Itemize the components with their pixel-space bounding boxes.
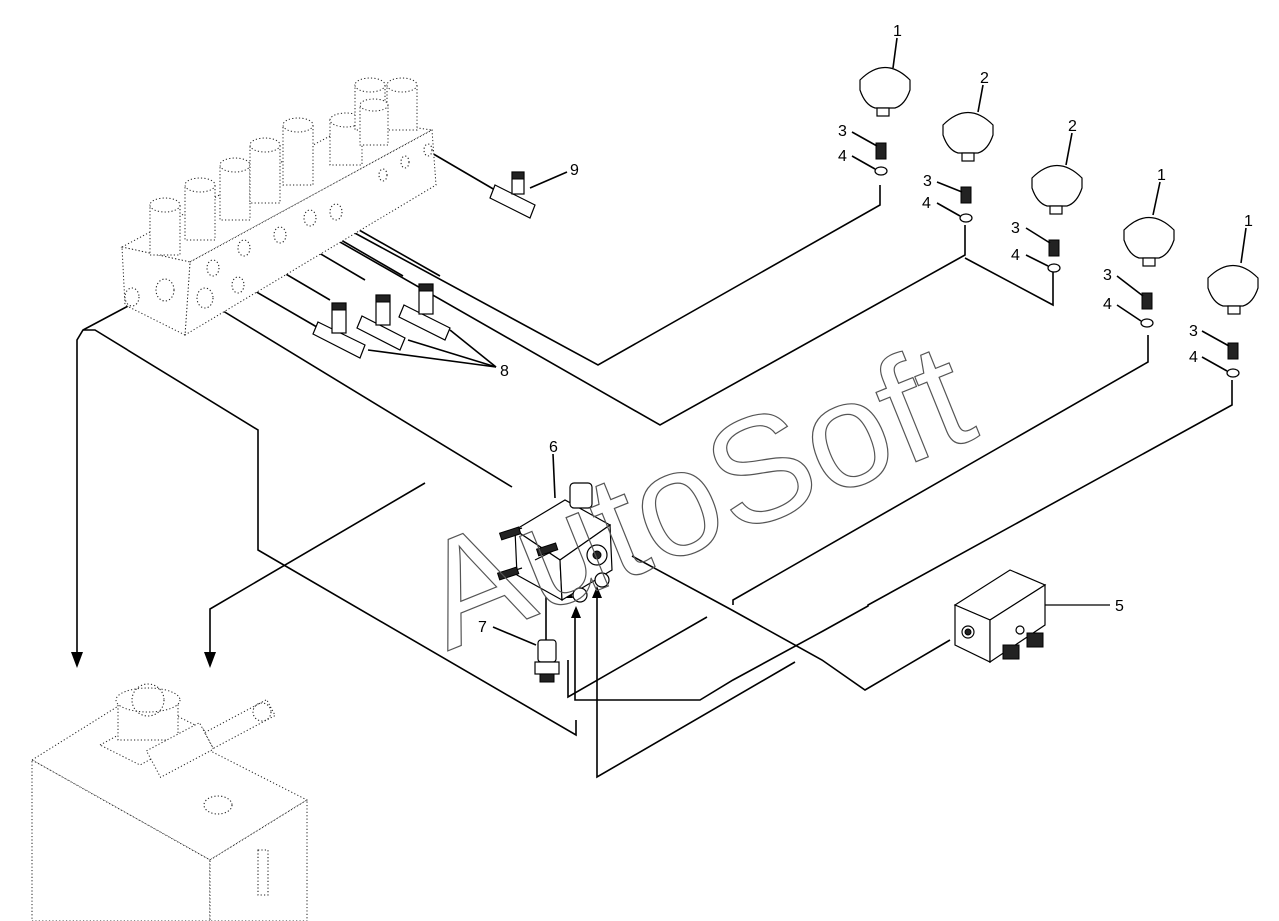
tee-fittings: [312, 171, 536, 359]
tank-front: [31, 759, 211, 921]
line-acc1c: [574, 380, 1233, 701]
line-drop-tank-2: [209, 482, 426, 660]
accumulators: [859, 66, 1259, 315]
callout-pressure-sensor-7: 7: [478, 619, 487, 636]
solenoid-2: [184, 177, 216, 241]
arrow-valve6-c: [592, 586, 602, 598]
manifold-ports: [124, 143, 433, 309]
line-acc2a: [304, 221, 966, 426]
solenoid-8: [386, 77, 418, 131]
tee-fitting-8b: [356, 294, 406, 351]
pump-motor: [98, 683, 276, 779]
callout-fitting-4e: 4: [1189, 349, 1198, 366]
line-acc1a: [339, 185, 881, 366]
tee-fitting-8c: [398, 283, 451, 341]
callout-fitting-3a: 3: [838, 123, 847, 140]
solenoid-9: [359, 98, 389, 146]
callout-fitting-4c: 4: [1011, 247, 1020, 264]
fitting-3-4-d: [1140, 292, 1154, 328]
fitting-3-4-b: [959, 186, 973, 223]
callout-accumulator-1b: 1: [1157, 167, 1166, 184]
solenoid-5: [282, 117, 314, 186]
hydraulic-tank-pump: [31, 683, 309, 921]
arrow-tank-2: [204, 652, 216, 668]
accumulator-1a: [859, 66, 911, 117]
line-block5-a: [631, 555, 951, 691]
accumulator-2b: [1031, 164, 1083, 215]
callout-accumulator-1c: 1: [1244, 213, 1253, 230]
tee-fitting-9: [489, 171, 536, 219]
line-tee8-b: [344, 221, 441, 277]
callout-leaders: [367, 37, 1247, 646]
manifold-block-side: [121, 246, 191, 336]
callout-fitting-3c: 3: [1011, 220, 1020, 237]
accumulator-2a: [942, 111, 994, 162]
callout-fitting-4d: 4: [1103, 296, 1112, 313]
arrow-tank-1: [71, 652, 83, 668]
callout-labels: 1 2 2 1 1 3 4 3 4 3 4 3 4 3 4 5 6 7 8 9: [478, 23, 1253, 636]
arrow-valve6-b: [571, 606, 581, 618]
line-acc2b: [964, 257, 1054, 307]
line-manifold-valve6: [204, 299, 513, 488]
callout-fitting-3e: 3: [1189, 323, 1198, 340]
solenoid-valve-manifold: [120, 77, 437, 336]
fitting-3-4-e: [1226, 342, 1240, 378]
accumulator-1c: [1207, 264, 1259, 315]
callout-tee-fitting-9: 9: [570, 162, 579, 179]
hydraulic-lines: [71, 151, 1233, 779]
accumulator-1b: [1123, 216, 1175, 267]
pressure-valve-6: [496, 482, 613, 603]
line-tee9: [429, 151, 496, 191]
callout-pressure-valve-6: 6: [549, 439, 558, 456]
callout-fitting-3b: 3: [923, 173, 932, 190]
manifold-block-front: [184, 129, 437, 336]
line-valve6-cross: [567, 616, 708, 699]
callout-fitting-3d: 3: [1103, 267, 1112, 284]
valve-block-5: [953, 569, 1110, 664]
callout-accumulator-1a: 1: [893, 23, 902, 40]
fitting-3-4-c: [1047, 239, 1061, 273]
pressure-sensor-7: [534, 639, 560, 683]
callout-accumulator-2b: 2: [1068, 118, 1077, 135]
line-manifold-return: [83, 329, 577, 737]
fittings: [874, 142, 1240, 378]
callout-valve-block-5: 5: [1115, 598, 1124, 615]
callout-fitting-4a: 4: [838, 148, 847, 165]
solenoid-3: [219, 157, 251, 221]
solenoid-coils: [149, 77, 418, 256]
tank-cap: [203, 795, 233, 815]
solenoid-1: [149, 197, 181, 256]
fitting-3-4-a: [874, 142, 888, 176]
tee-fitting-8a: [312, 302, 366, 359]
callout-accumulator-2a: 2: [980, 70, 989, 87]
callout-fitting-4b: 4: [922, 195, 931, 212]
line-block5-b: [596, 590, 796, 779]
solenoid-4: [249, 137, 281, 204]
callout-tee-fittings-8: 8: [500, 363, 509, 380]
line-drop-tank-1: [76, 304, 131, 660]
line-acc1b: [732, 335, 1149, 605]
